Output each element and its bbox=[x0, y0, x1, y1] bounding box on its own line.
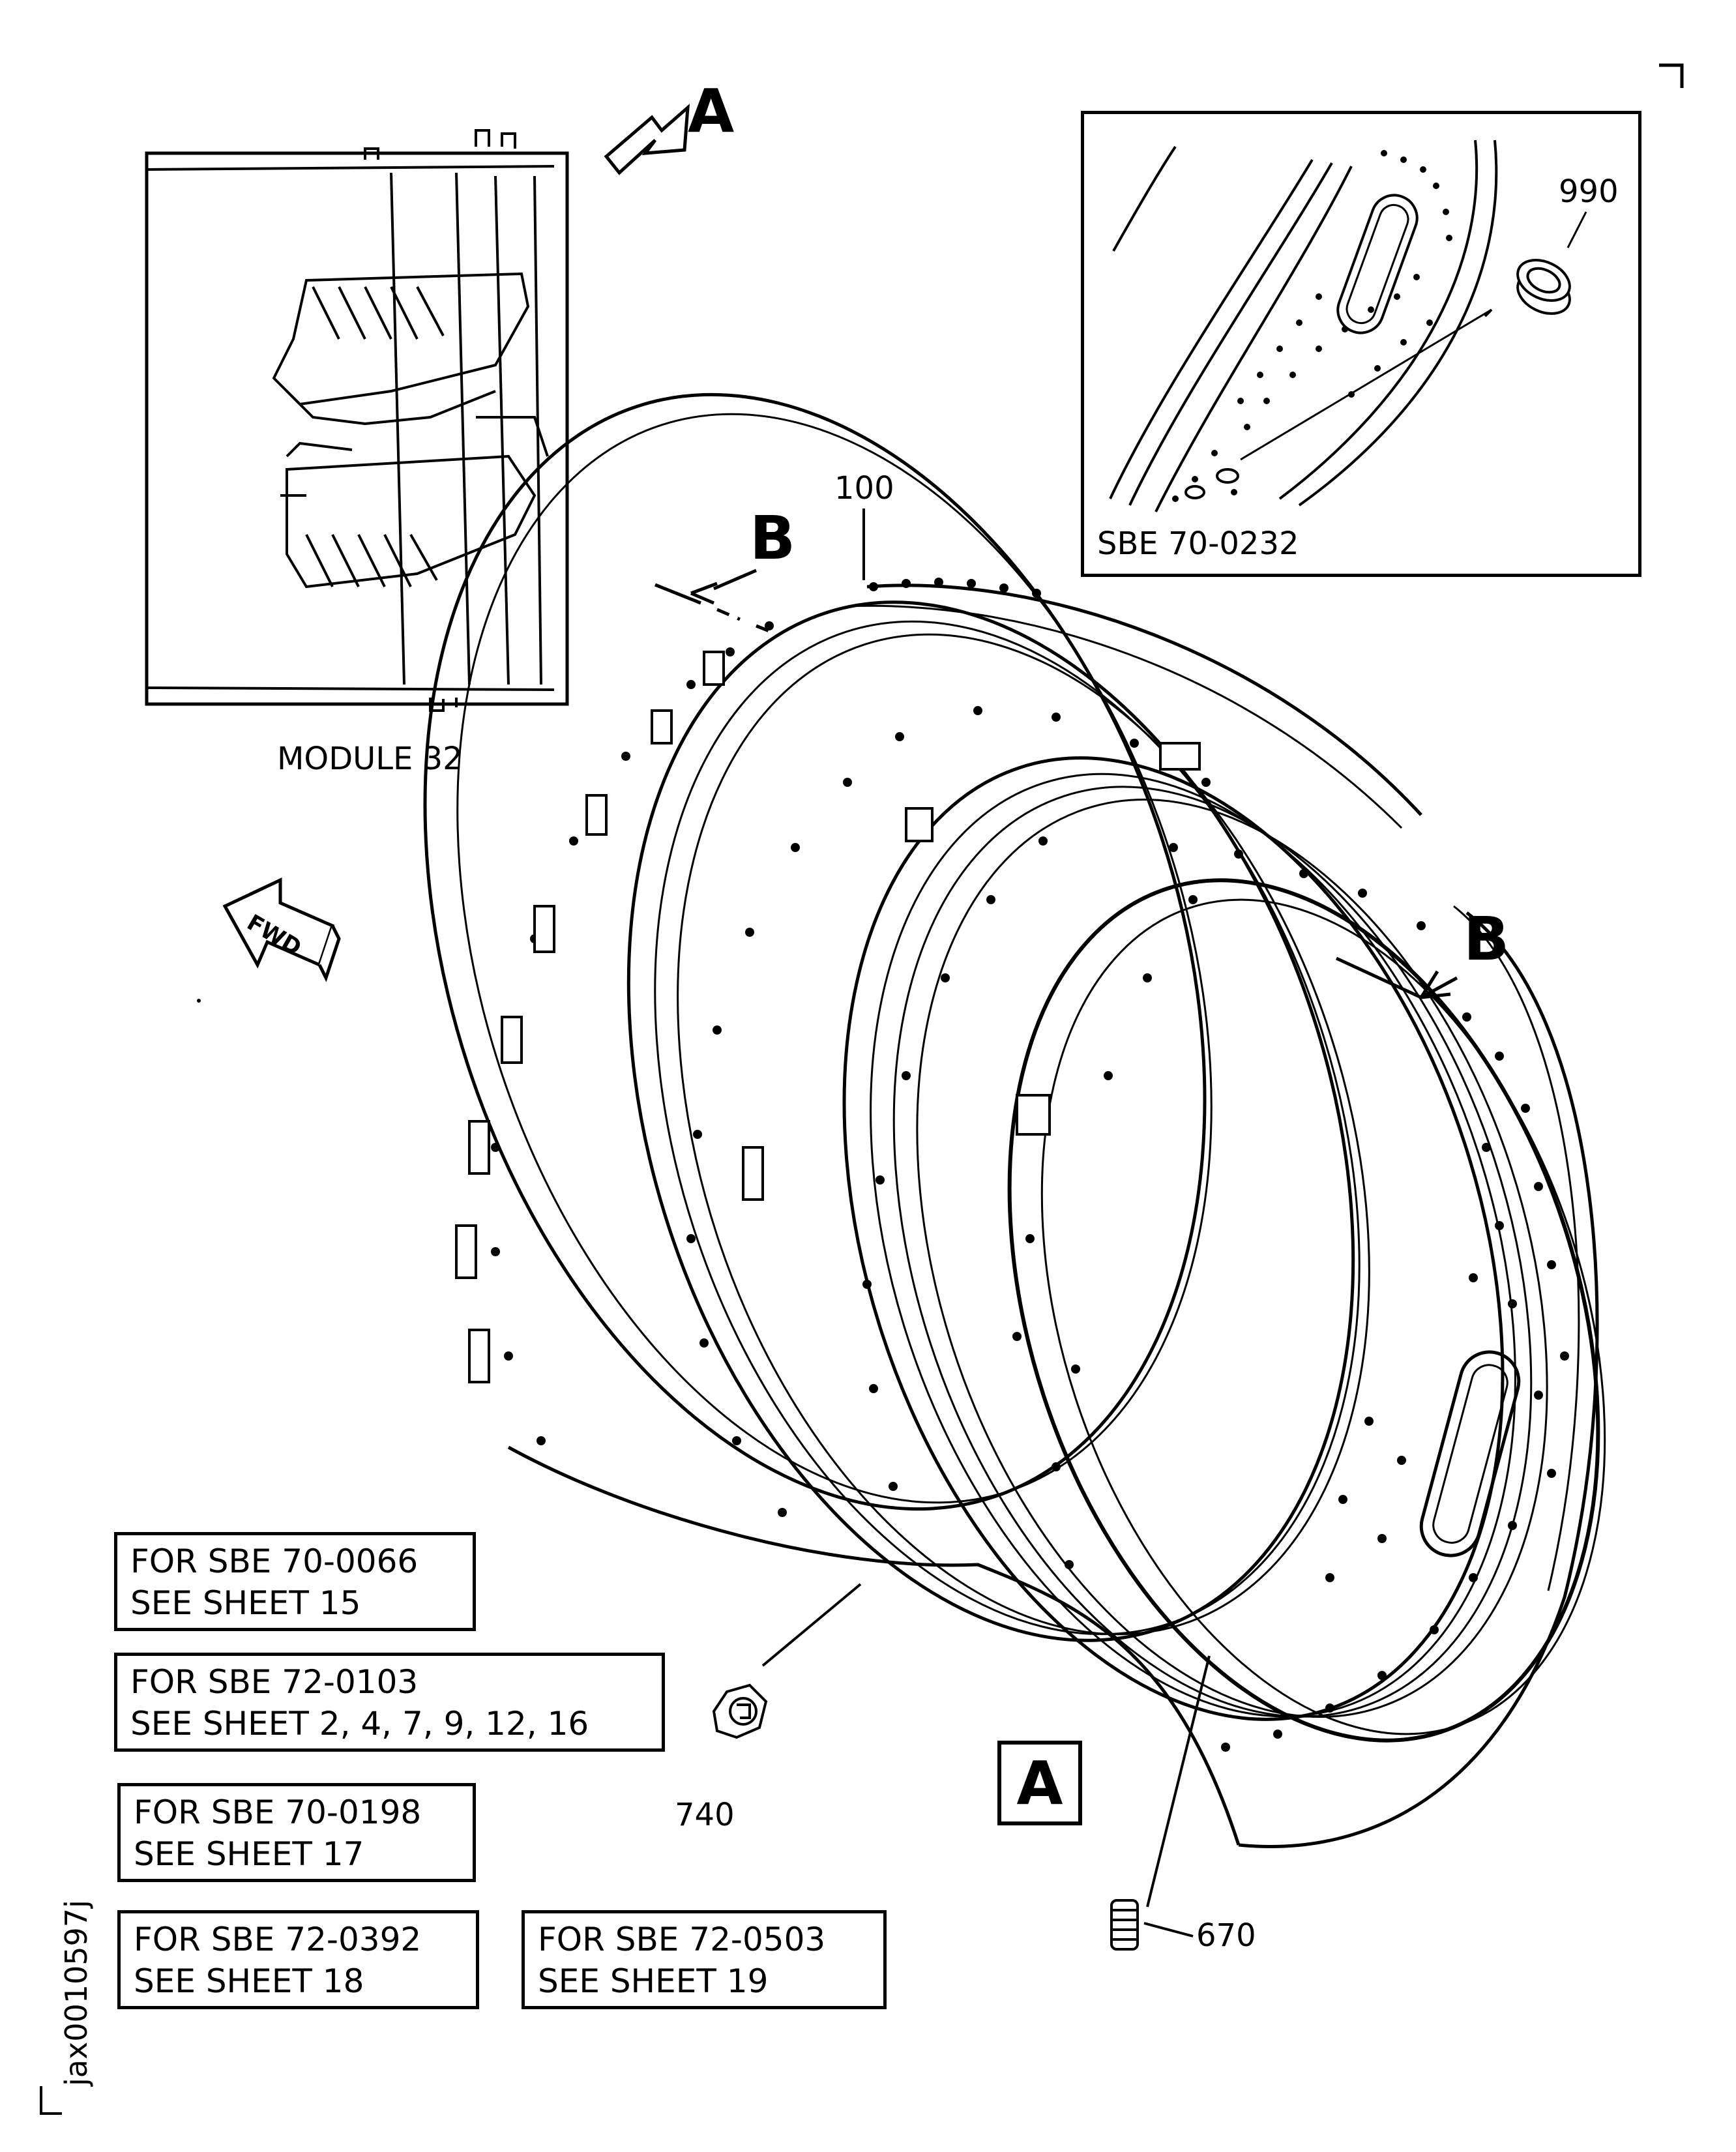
note-line: FOR SBE 70-0066 bbox=[130, 1542, 419, 1580]
note-line: SEE SHEET 19 bbox=[538, 1962, 769, 2000]
note-line: SEE SHEET 2, 4, 7, 9, 12, 16 bbox=[130, 1705, 589, 1743]
figure-id: jax0010597j bbox=[59, 1900, 94, 2086]
flange-holes bbox=[491, 578, 1569, 1752]
item-670-part bbox=[1110, 1899, 1139, 1951]
note-line: FOR SBE 72-0392 bbox=[134, 1921, 422, 1958]
inset-sbe-70-0232: 990 SBE 70-0232 bbox=[1081, 111, 1641, 577]
inset-drawing bbox=[1109, 140, 1587, 512]
view-a-arrow bbox=[604, 104, 690, 175]
combustion-case-assembly bbox=[423, 392, 1606, 1848]
note-sbe-72-0503: FOR SBE 72-0503 SEE SHEET 19 bbox=[522, 1910, 887, 2009]
view-a-label-top: A bbox=[688, 76, 735, 146]
fwd-arrow bbox=[222, 877, 341, 982]
item-100-label: 100 bbox=[834, 470, 894, 507]
item-740-part bbox=[712, 1683, 768, 1739]
note-line: SEE SHEET 17 bbox=[134, 1835, 364, 1873]
item-670-label: 670 bbox=[1196, 1917, 1256, 1954]
item-740-label: 740 bbox=[675, 1797, 735, 1833]
note-line: FOR SBE 72-0503 bbox=[538, 1921, 826, 1958]
section-b-cut-line bbox=[655, 568, 1458, 999]
inset-caption: SBE 70-0232 bbox=[1097, 525, 1299, 562]
bracket-tabs bbox=[455, 651, 1201, 1383]
note-line: FOR SBE 70-0198 bbox=[134, 1793, 422, 1831]
dot bbox=[197, 999, 201, 1003]
item-990-label: 990 bbox=[1559, 173, 1619, 210]
note-line: FOR SBE 72-0103 bbox=[130, 1663, 419, 1701]
figure-id-mark bbox=[40, 2086, 62, 2115]
leader-lines bbox=[761, 509, 1211, 1938]
view-a-box: A bbox=[997, 1741, 1082, 1825]
note-sbe-72-0392: FOR SBE 72-0392 SEE SHEET 18 bbox=[117, 1910, 479, 2009]
module-32-section bbox=[145, 129, 569, 712]
section-b-label-top: B bbox=[750, 503, 796, 573]
section-b-label-right: B bbox=[1464, 904, 1510, 974]
corner-mark bbox=[1659, 63, 1684, 88]
note-sbe-70-0198: FOR SBE 70-0198 SEE SHEET 17 bbox=[117, 1783, 476, 1882]
note-sbe-70-0066: FOR SBE 70-0066 SEE SHEET 15 bbox=[114, 1532, 476, 1631]
note-sbe-72-0103: FOR SBE 72-0103 SEE SHEET 2, 4, 7, 9, 12… bbox=[114, 1653, 665, 1752]
note-line: SEE SHEET 18 bbox=[134, 1962, 364, 2000]
module-caption: MODULE 32 bbox=[277, 741, 463, 777]
note-line: SEE SHEET 15 bbox=[130, 1584, 361, 1622]
item-990-part bbox=[1516, 259, 1571, 315]
